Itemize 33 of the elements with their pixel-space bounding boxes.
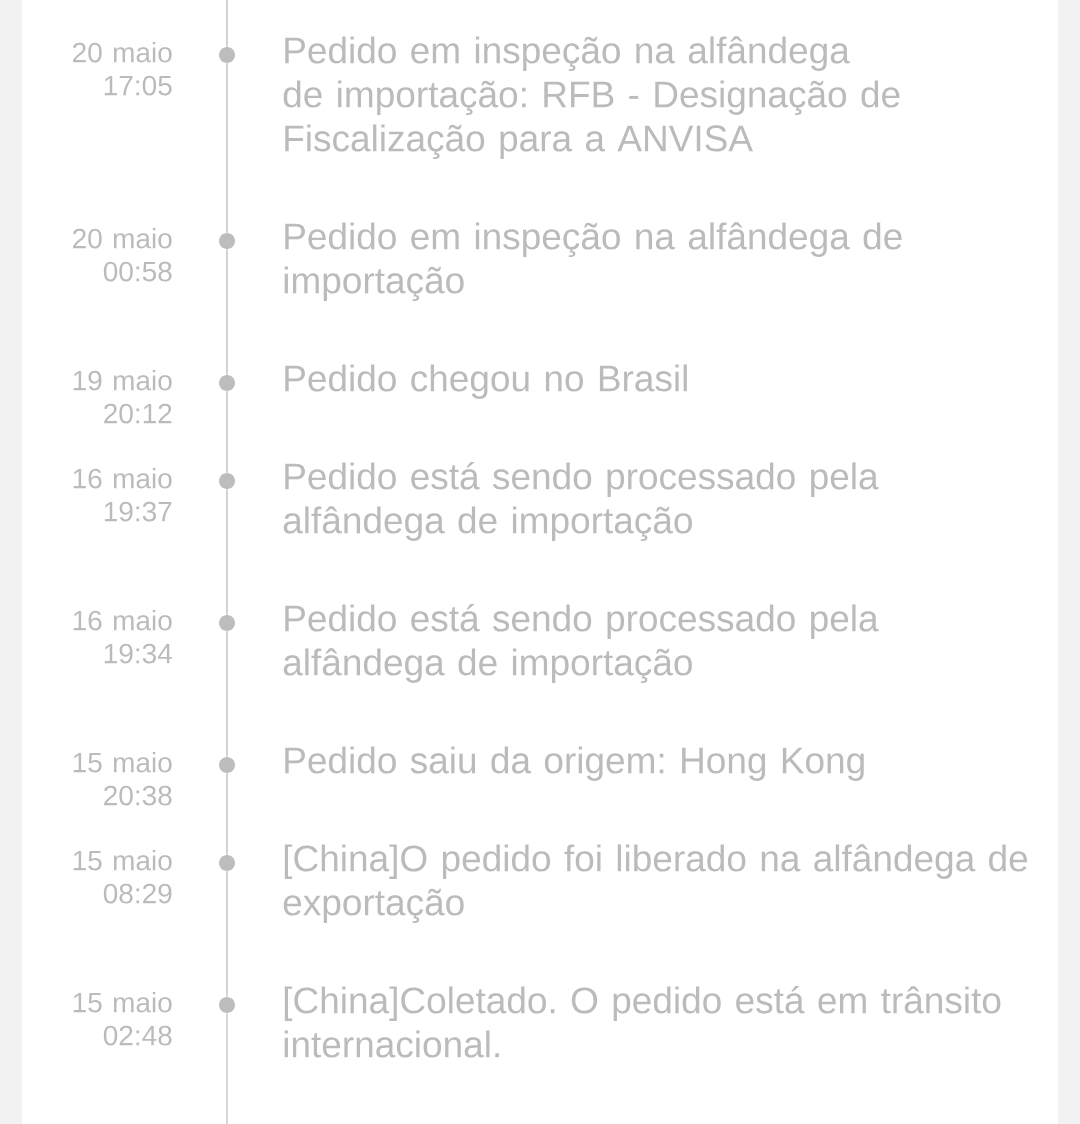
timeline-line (226, 62, 228, 234)
timeline-dot (219, 615, 235, 631)
timeline-dot (219, 47, 235, 63)
status-text: Pedido está sendo processado pela alfândega de importação (283, 603, 879, 684)
timeline-line (226, 1012, 228, 1124)
timeline-dot (219, 997, 235, 1013)
status-text: Pedido está sendo processado pela alfândega de importação (283, 461, 879, 542)
status-text: Pedido em inspeção na alfândega de importação (284, 222, 902, 302)
timestamp: 20 maio 00:58 (73, 227, 172, 282)
timeline-line (226, 248, 228, 376)
timeline-line (226, 488, 228, 616)
status-text: Pedido chegou no Brasil (285, 364, 687, 399)
timestamp: 15 maio 08:29 (73, 849, 172, 904)
timestamp: 15 maio 20:38 (73, 751, 172, 806)
timeline-line (226, 870, 228, 998)
timestamp: 16 maio 19:37 (73, 467, 172, 522)
status-text: [China]O pedido foi liberado na alfândega de exportação (283, 844, 1028, 924)
timeline-line (226, 0, 228, 48)
timeline-dot (219, 375, 235, 391)
timestamp: 15 maio 02:48 (73, 991, 172, 1046)
timeline-dot (219, 233, 235, 249)
timeline-line (226, 390, 228, 474)
timeline-dot (219, 855, 235, 871)
timestamp: 16 maio 19:34 (73, 609, 172, 664)
timestamp: 19 maio 20:12 (73, 369, 172, 424)
timeline-dot (219, 473, 235, 489)
timeline-dot (219, 757, 235, 773)
timestamp: 20 maio 17:05 (73, 41, 172, 96)
status-text: [China]Coletado. O pedido está em trânsito internacional. (284, 985, 1001, 1058)
timeline-line (226, 772, 228, 856)
timeline-line (226, 630, 228, 758)
status-text: Pedido em inspeção na alfândega de importação: RFB - Designação de Fiscalização para a ANVISA (283, 36, 900, 160)
status-text: Pedido saiu da origem: Hong Kong (285, 746, 864, 781)
